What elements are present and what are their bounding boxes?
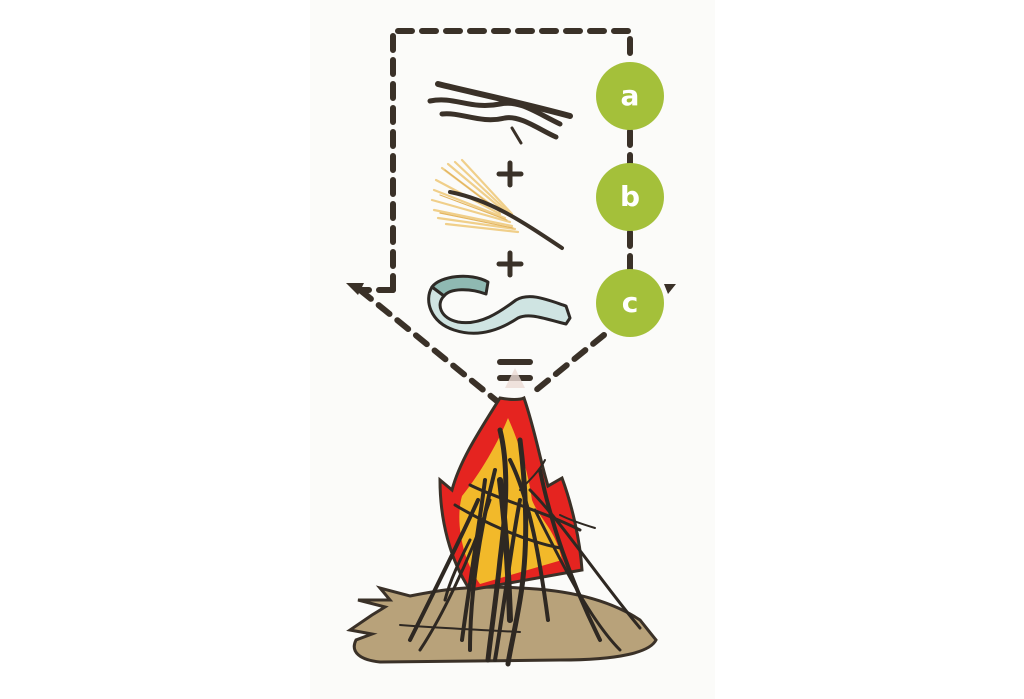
plus-operator-1 (496, 160, 524, 188)
badge-b: b (596, 163, 664, 231)
badge-a: a (596, 62, 664, 130)
badge-c-label: c (621, 286, 639, 319)
twigs-icon (427, 81, 573, 145)
badge-c: c (596, 269, 664, 337)
badge-b-label: b (619, 180, 641, 213)
cloth-icon (427, 274, 572, 335)
dashed-arrow-outline (357, 28, 633, 413)
arrow-corner-left (346, 283, 364, 295)
straw-icon (430, 158, 564, 250)
campfire-icon (346, 368, 658, 667)
arrow-corner-right (664, 284, 676, 294)
plus-operator-2 (496, 250, 524, 278)
badge-a-label: a (620, 79, 640, 112)
